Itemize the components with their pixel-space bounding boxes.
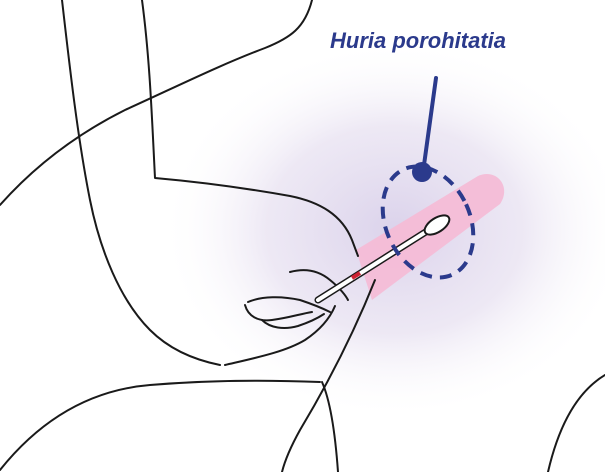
callout-label: Huria porohitatia — [330, 28, 506, 54]
callout-dot — [412, 162, 432, 182]
background-glow — [160, 40, 605, 420]
right-leg-outline — [548, 375, 605, 472]
lap-outline — [0, 381, 320, 470]
